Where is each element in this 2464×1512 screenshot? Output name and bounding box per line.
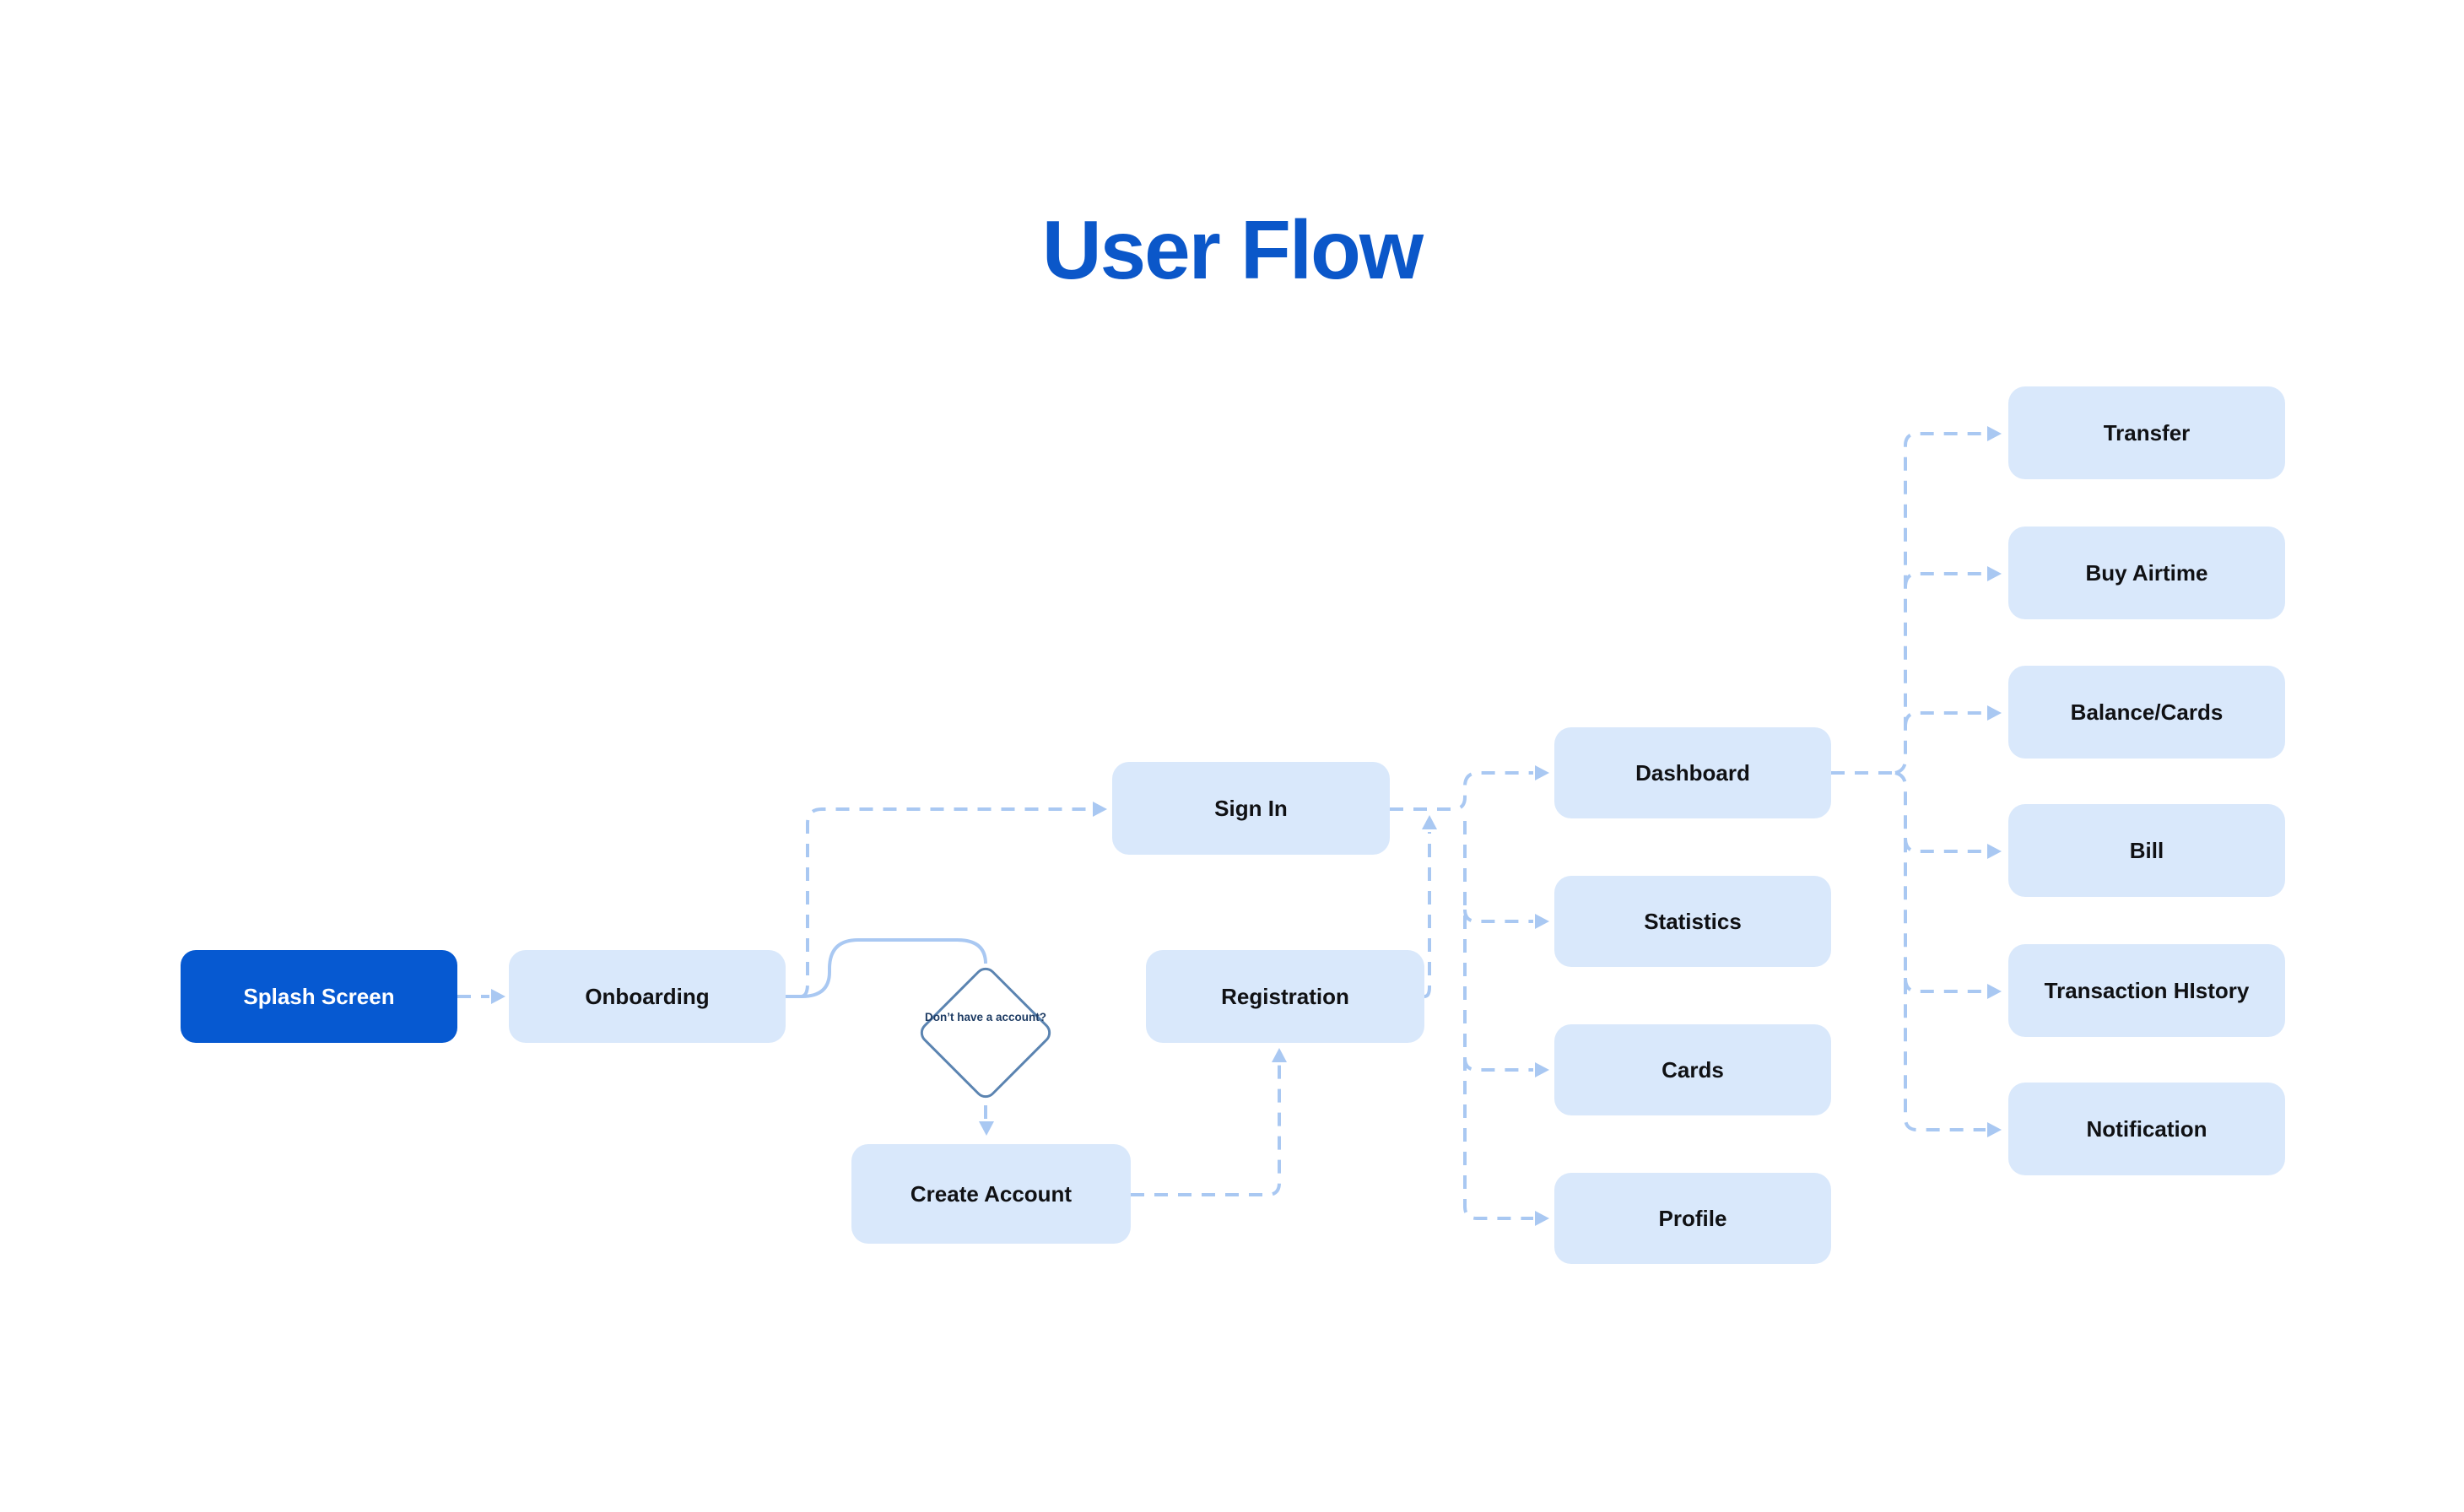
edge-trunk-profile bbox=[1463, 821, 1533, 1220]
arrowhead-statistics bbox=[1535, 914, 1549, 929]
edge-branch-bill bbox=[1904, 837, 1986, 853]
node-create-account: Create Account bbox=[851, 1144, 1131, 1244]
arrowhead-junction bbox=[1422, 815, 1437, 829]
node-bill: Bill bbox=[2008, 804, 2285, 897]
node-statistics: Statistics bbox=[1554, 876, 1831, 967]
edge-signin-dashboard bbox=[1390, 771, 1533, 811]
edge-branch-statistics bbox=[1463, 909, 1533, 923]
arrowhead-registration bbox=[1272, 1048, 1287, 1062]
node-dashboard: Dashboard bbox=[1554, 727, 1831, 818]
edge-onboarding-signin bbox=[801, 807, 1091, 998]
arrowhead-balance-cards bbox=[1987, 705, 2002, 721]
node-registration: Registration bbox=[1146, 950, 1424, 1043]
arrowhead-transaction-history bbox=[1987, 984, 2002, 999]
edge-branch-transaction-history bbox=[1904, 977, 1986, 993]
arrowhead-create-account bbox=[979, 1121, 994, 1136]
node-sign-in: Sign In bbox=[1112, 762, 1390, 855]
node-cards: Cards bbox=[1554, 1024, 1831, 1115]
edge-registration-junction bbox=[1424, 832, 1431, 998]
page-title: User Flow bbox=[1041, 203, 1424, 296]
edge-trunk-transfer bbox=[1894, 432, 1986, 775]
decision-diamond bbox=[920, 967, 1051, 1099]
arrowhead-transfer bbox=[1987, 426, 2002, 441]
node-notification: Notification bbox=[2008, 1083, 2285, 1175]
node-transaction-history: Transaction HIstory bbox=[2008, 944, 2285, 1037]
node-buy-airtime: Buy Airtime bbox=[2008, 526, 2285, 619]
arrowhead-signin bbox=[1093, 802, 1107, 817]
arrowhead-notification bbox=[1987, 1122, 2002, 1137]
arrowhead-onboarding bbox=[491, 989, 505, 1004]
edge-trunk-notification bbox=[1894, 771, 1986, 1131]
arrowhead-bill bbox=[1987, 844, 2002, 859]
arrowhead-dashboard bbox=[1535, 765, 1549, 780]
decision-label: Don’t have a account? bbox=[924, 1011, 1047, 1023]
node-splash-screen: Splash Screen bbox=[181, 950, 457, 1043]
node-balance-cards: Balance/Cards bbox=[2008, 666, 2285, 759]
edge-create-registration bbox=[1131, 1065, 1281, 1196]
arrowhead-cards bbox=[1535, 1062, 1549, 1077]
arrowhead-buy-airtime bbox=[1987, 566, 2002, 581]
arrowhead-profile bbox=[1535, 1211, 1549, 1226]
node-transfer: Transfer bbox=[2008, 386, 2285, 479]
edge-branch-balance-cards bbox=[1904, 711, 1986, 727]
node-profile: Profile bbox=[1554, 1173, 1831, 1264]
edge-onboarding-decision bbox=[801, 938, 987, 998]
edge-branch-cards bbox=[1463, 1057, 1533, 1072]
node-onboarding: Onboarding bbox=[509, 950, 786, 1043]
edge-branch-buy-airtime bbox=[1904, 572, 1986, 588]
